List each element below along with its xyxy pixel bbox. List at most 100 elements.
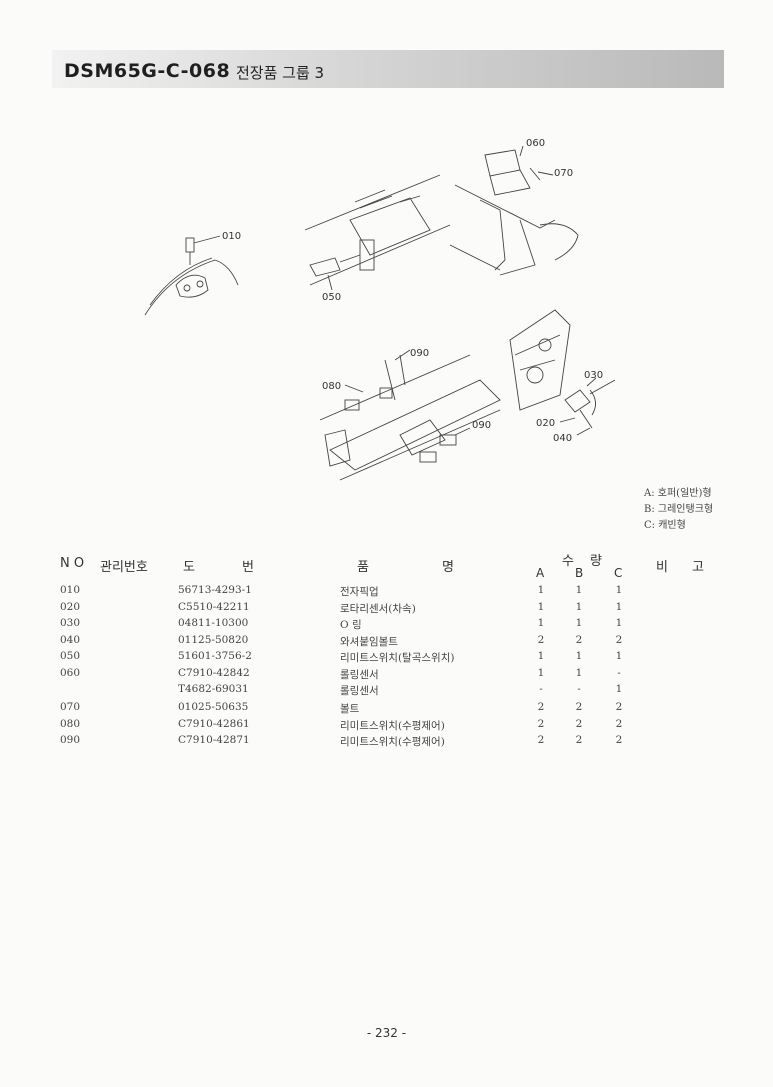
row-qty-b: 2 xyxy=(575,633,583,646)
row-part-number: 56713-4293-1 xyxy=(178,584,252,596)
header-qty-1: 수 xyxy=(562,554,574,569)
header-mgmt-no: 관리번호 xyxy=(100,560,148,575)
legend-b: B: 그레인탱크형 xyxy=(644,504,714,515)
header-remark-1: 비 xyxy=(656,560,668,575)
row-no: 020 xyxy=(60,600,81,613)
row-qty-c: 2 xyxy=(615,701,623,713)
gearbox-020-040-drawing xyxy=(509,309,616,436)
row-qty-a: 1 xyxy=(537,650,545,662)
row-part-name: 리미트스위치(수평제어) xyxy=(340,736,445,748)
row-part-number: C5510-42211 xyxy=(178,600,250,613)
switch-050-drawing xyxy=(304,174,451,291)
row-part-name: 리미트스위치(탈곡스위치) xyxy=(340,652,455,664)
header-drawing-1: 도 xyxy=(183,560,195,575)
row-no: 090 xyxy=(60,734,81,746)
callout-080: 080 xyxy=(322,381,341,392)
callout-090-bottom: 090 xyxy=(472,420,491,431)
row-no: 060 xyxy=(60,666,81,679)
table-row: 090 C7910-42871 리미트스위치(수평제어) 2 2 2 xyxy=(0,734,773,750)
table-row: 040 01125-50820 와셔붙임볼트 2 2 2 xyxy=(0,634,773,650)
row-qty-c: 2 xyxy=(615,734,623,746)
row-no: 050 xyxy=(60,650,81,662)
header-b: B xyxy=(575,566,584,580)
header-name-1: 품 xyxy=(357,560,369,575)
variant-legend: A: 호퍼(일반)형 B: 그레인탱크형 C: 캐빈형 xyxy=(644,486,713,534)
page-header: DSM65G-C-068 전장품 그룹 3 xyxy=(52,50,724,88)
row-part-number: 04811-10300 xyxy=(178,617,249,629)
table-row: 010 56713-4293-1 전자픽업 1 1 1 xyxy=(0,584,773,600)
legend-a: A: 호퍼(일반)형 xyxy=(644,488,712,499)
row-qty-c: 1 xyxy=(615,650,623,662)
row-part-name: 리미트스위치(수평제어) xyxy=(340,719,445,732)
row-part-number: T4682-69031 xyxy=(178,683,249,695)
row-part-number: C7910-42871 xyxy=(178,734,250,746)
callout-030: 030 xyxy=(584,370,603,381)
row-part-name: 볼트 xyxy=(340,703,360,715)
callout-090-top: 090 xyxy=(410,348,429,359)
section-code: DSM65G-C-068 xyxy=(64,60,231,82)
row-qty-b: 1 xyxy=(575,617,583,629)
row-part-number: 01025-50635 xyxy=(178,701,249,713)
row-part-number: C7910-42861 xyxy=(178,717,250,730)
row-qty-c: 1 xyxy=(615,683,623,695)
row-qty-a: 1 xyxy=(537,617,545,629)
header-qty-2: 량 xyxy=(590,554,602,569)
row-part-number: 01125-50820 xyxy=(178,633,249,646)
row-qty-c: 2 xyxy=(615,633,623,646)
row-qty-a: - xyxy=(539,683,543,695)
row-no: 040 xyxy=(60,633,81,646)
callout-060: 060 xyxy=(526,138,545,149)
table-row: 030 04811-10300 O 링 1 1 1 xyxy=(0,617,773,633)
row-qty-a: 2 xyxy=(537,633,545,646)
page-number: - 232 - xyxy=(366,1026,407,1040)
row-qty-c: 1 xyxy=(615,600,623,613)
callout-050: 050 xyxy=(322,292,341,303)
frame-080-090-drawing xyxy=(319,349,501,481)
legend-c: C: 캐빈형 xyxy=(644,520,686,531)
row-qty-a: 2 xyxy=(537,734,545,746)
header-name-2: 명 xyxy=(442,560,454,575)
row-no: 070 xyxy=(60,701,81,713)
header-remark-2: 고 xyxy=(692,560,704,575)
table-row: 080 C7910-42861 리미트스위치(수평제어) 2 2 2 xyxy=(0,718,773,734)
row-qty-a: 2 xyxy=(537,717,545,730)
header-no: N O xyxy=(60,556,85,571)
callout-020: 020 xyxy=(536,418,555,429)
parts-diagram: 010 050 060 070 080 090 090 030 020 040 xyxy=(0,110,773,500)
row-part-number: C7910-42842 xyxy=(178,666,250,679)
table-row: 050 51601-3756-2 리미트스위치(탈곡스위치) 1 1 1 xyxy=(0,650,773,666)
sensor-010-drawing xyxy=(144,235,239,316)
row-part-name: O 링 xyxy=(340,619,362,631)
bracket-060-drawing xyxy=(449,145,579,276)
table-row: T4682-69031 롤링센서 - - 1 xyxy=(0,683,773,699)
row-qty-c: - xyxy=(617,666,621,679)
row-qty-b: - xyxy=(577,683,581,695)
row-qty-b: 1 xyxy=(575,666,583,679)
callout-070: 070 xyxy=(554,168,573,179)
table-row: 070 01025-50635 볼트 2 2 2 xyxy=(0,701,773,717)
header-drawing-2: 번 xyxy=(242,560,254,575)
row-qty-b: 2 xyxy=(575,734,583,746)
row-qty-c: 1 xyxy=(615,584,623,596)
row-qty-c: 1 xyxy=(615,617,623,629)
row-qty-a: 1 xyxy=(537,584,545,596)
exploded-view: 010 050 060 070 080 090 090 030 020 040 xyxy=(144,138,616,481)
row-qty-b: 1 xyxy=(575,600,583,613)
callout-040: 040 xyxy=(553,433,572,444)
row-qty-b: 2 xyxy=(575,701,583,713)
row-part-number: 51601-3756-2 xyxy=(178,650,252,662)
row-no: 030 xyxy=(60,617,81,629)
header-c: C xyxy=(614,566,623,580)
header-a: A xyxy=(536,566,545,580)
row-qty-a: 1 xyxy=(537,600,545,613)
row-part-name: 로타리센서(차속) xyxy=(340,602,416,615)
row-no: 010 xyxy=(60,584,81,596)
table-header: N O 관리번호 도 번 품 명 수 량 A B C 비 고 xyxy=(0,550,773,586)
row-part-name: 전자픽업 xyxy=(340,586,379,598)
row-part-name: 롤링센서 xyxy=(340,685,379,697)
row-qty-b: 1 xyxy=(575,584,583,596)
callout-010: 010 xyxy=(222,231,241,242)
row-no: 080 xyxy=(60,717,81,730)
row-part-name: 와셔붙임볼트 xyxy=(340,635,398,648)
row-qty-a: 2 xyxy=(537,701,545,713)
